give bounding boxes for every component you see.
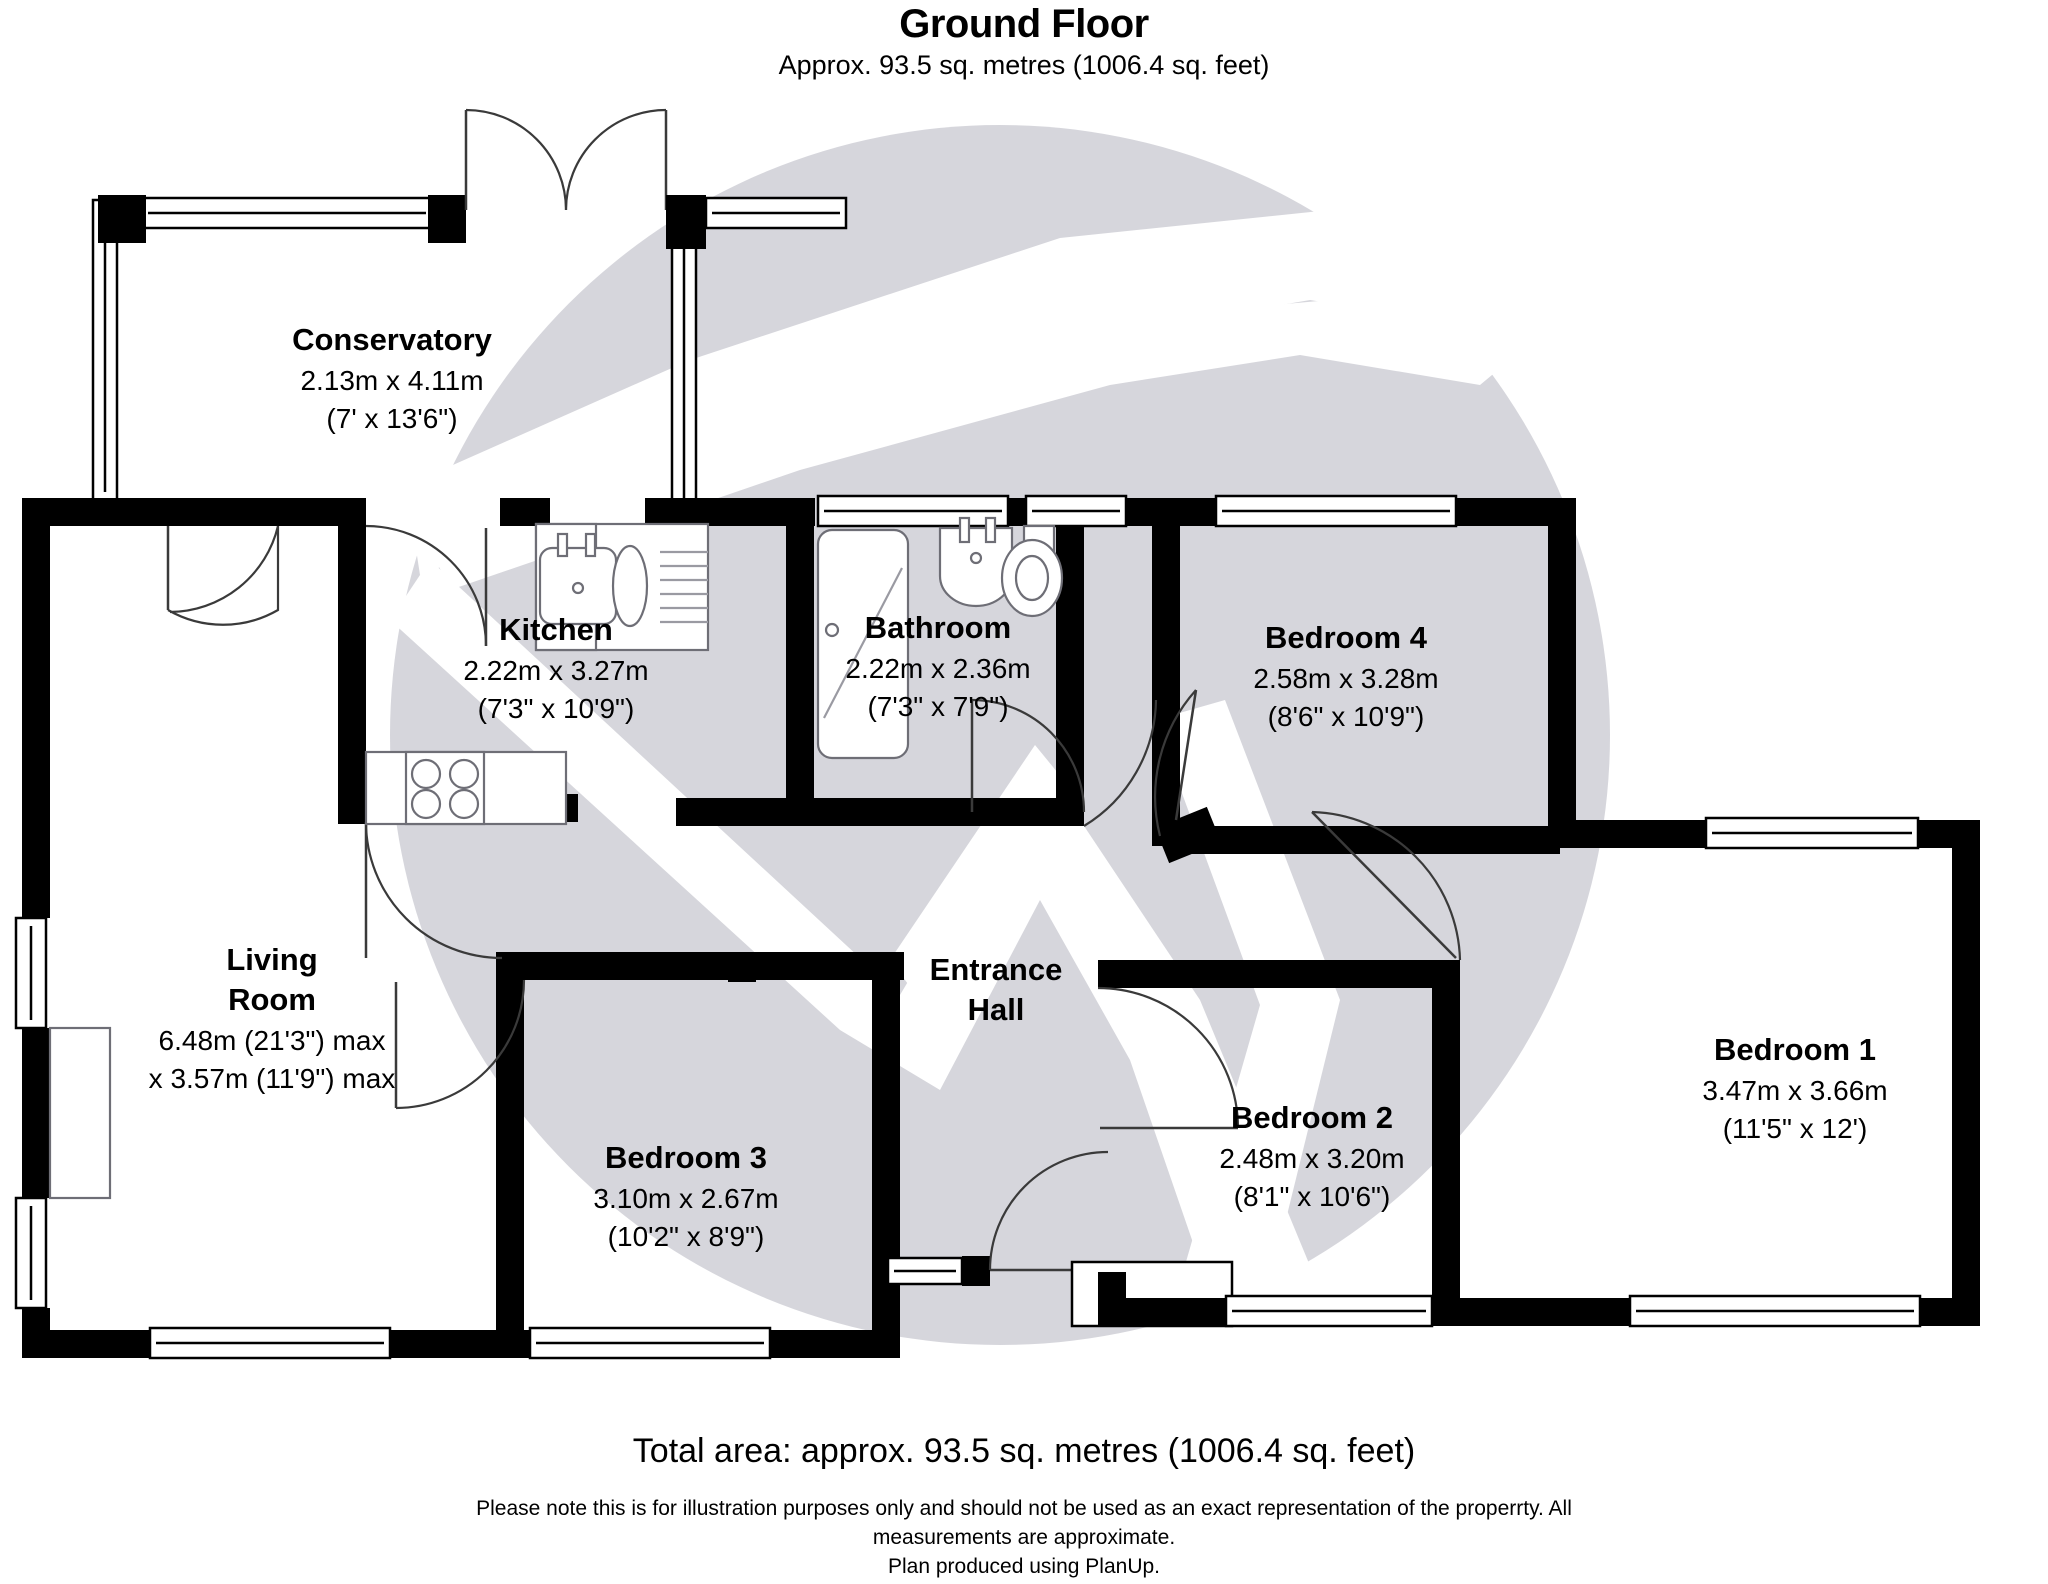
room-name: Bedroom 2	[1231, 1100, 1393, 1135]
room-dim-metric: 2.22m x 2.36m	[845, 653, 1030, 684]
washbasin-icon	[938, 516, 1014, 608]
room-name: Bathroom	[865, 610, 1011, 645]
room-name: Kitchen	[499, 612, 613, 647]
watermark-logo	[388, 123, 1612, 1347]
disclaimer-line-1: Please note this is for illustration pur…	[476, 1497, 1572, 1520]
room-label-bathroom: Bathroom 2.22m x 2.36m (7'3" x 7'9")	[845, 610, 1030, 722]
page-subtitle: Approx. 93.5 sq. metres (1006.4 sq. feet…	[778, 50, 1270, 80]
living-room-fixtures	[48, 1026, 112, 1200]
room-dim-metric: 3.10m x 2.67m	[593, 1183, 778, 1214]
drainer-icon	[660, 550, 708, 624]
room-dim-imperial: (7'3" x 10'9")	[478, 693, 635, 724]
disclaimer-line-3: Plan produced using PlanUp.	[887, 1555, 1160, 1578]
bathtub-icon	[816, 528, 910, 760]
room-dim-imperial: (7' x 13'6")	[326, 403, 457, 434]
hob-icon	[404, 750, 486, 826]
toilet-icon	[1000, 524, 1064, 618]
room-dim-imperial: (8'6" x 10'9")	[1268, 701, 1425, 732]
room-label-livingroom: Living Room 6.48m (21'3") max x 3.57m (1…	[149, 942, 396, 1094]
exterior-walls	[14, 494, 1980, 1360]
room-conservatory	[91, 108, 848, 512]
room-name: Bedroom 1	[1714, 1032, 1876, 1067]
doors	[166, 524, 1462, 1130]
room-label-bedroom1: Bedroom 1 3.47m x 3.66m (11'5" x 12')	[1702, 1032, 1887, 1144]
room-dim-metric: 2.58m x 3.28m	[1253, 663, 1438, 694]
room-dim-imperial: (7'3" x 7'9")	[867, 691, 1008, 722]
sink-icon	[538, 532, 649, 628]
room-dim-imperial: (11'5" x 12')	[1723, 1113, 1868, 1144]
total-area-text: Total area: approx. 93.5 sq. metres (100…	[632, 1432, 1416, 1470]
room-dim-metric: 2.48m x 3.20m	[1219, 1143, 1404, 1174]
room-label-bedroom4: Bedroom 4 2.58m x 3.28m (8'6" x 10'9")	[1253, 620, 1438, 732]
room-dim-metric: 6.48m (21'3") max	[159, 1025, 386, 1056]
room-label-bedroom2: Bedroom 2 2.48m x 3.20m (8'1" x 10'6")	[1219, 1100, 1404, 1212]
room-name: Conservatory	[292, 322, 493, 357]
room-label-bedroom3: Bedroom 3 3.10m x 2.67m (10'2" x 8'9")	[593, 1140, 778, 1252]
room-dim-metric: 3.47m x 3.66m	[1702, 1075, 1887, 1106]
room-name-line2: Hall	[968, 992, 1025, 1027]
room-dim-imperial: (8'1" x 10'6")	[1234, 1181, 1391, 1212]
page-title: Ground Floor	[899, 2, 1149, 46]
room-dim-metric: 2.13m x 4.11m	[300, 365, 483, 396]
room-label-conservatory: Conservatory 2.13m x 4.11m (7' x 13'6")	[292, 322, 493, 434]
room-dim-imperial: x 3.57m (11'9") max	[149, 1063, 396, 1094]
room-label-entrancehall: Entrance Hall	[930, 952, 1063, 1027]
disclaimer-text: Please note this is for illustration pur…	[0, 1494, 2048, 1581]
bathroom-fixtures	[816, 516, 1064, 760]
room-dim-imperial: (10'2" x 8'9")	[608, 1221, 765, 1252]
room-name: Bedroom 3	[605, 1140, 767, 1175]
room-dim-metric: 2.22m x 3.27m	[463, 655, 648, 686]
floorplan-drawing: Conservatory 2.13m x 4.11m (7' x 13'6") …	[14, 108, 1980, 1360]
room-name-line2: Room	[228, 982, 316, 1017]
disclaimer-line-2: measurements are approximate.	[872, 1526, 1176, 1549]
room-label-kitchen: Kitchen 2.22m x 3.27m (7'3" x 10'9")	[463, 612, 648, 724]
room-name: Bedroom 4	[1265, 620, 1428, 655]
room-name-line1: Entrance	[930, 952, 1063, 987]
room-name-line1: Living	[226, 942, 317, 977]
kitchen-fixtures	[364, 522, 710, 826]
